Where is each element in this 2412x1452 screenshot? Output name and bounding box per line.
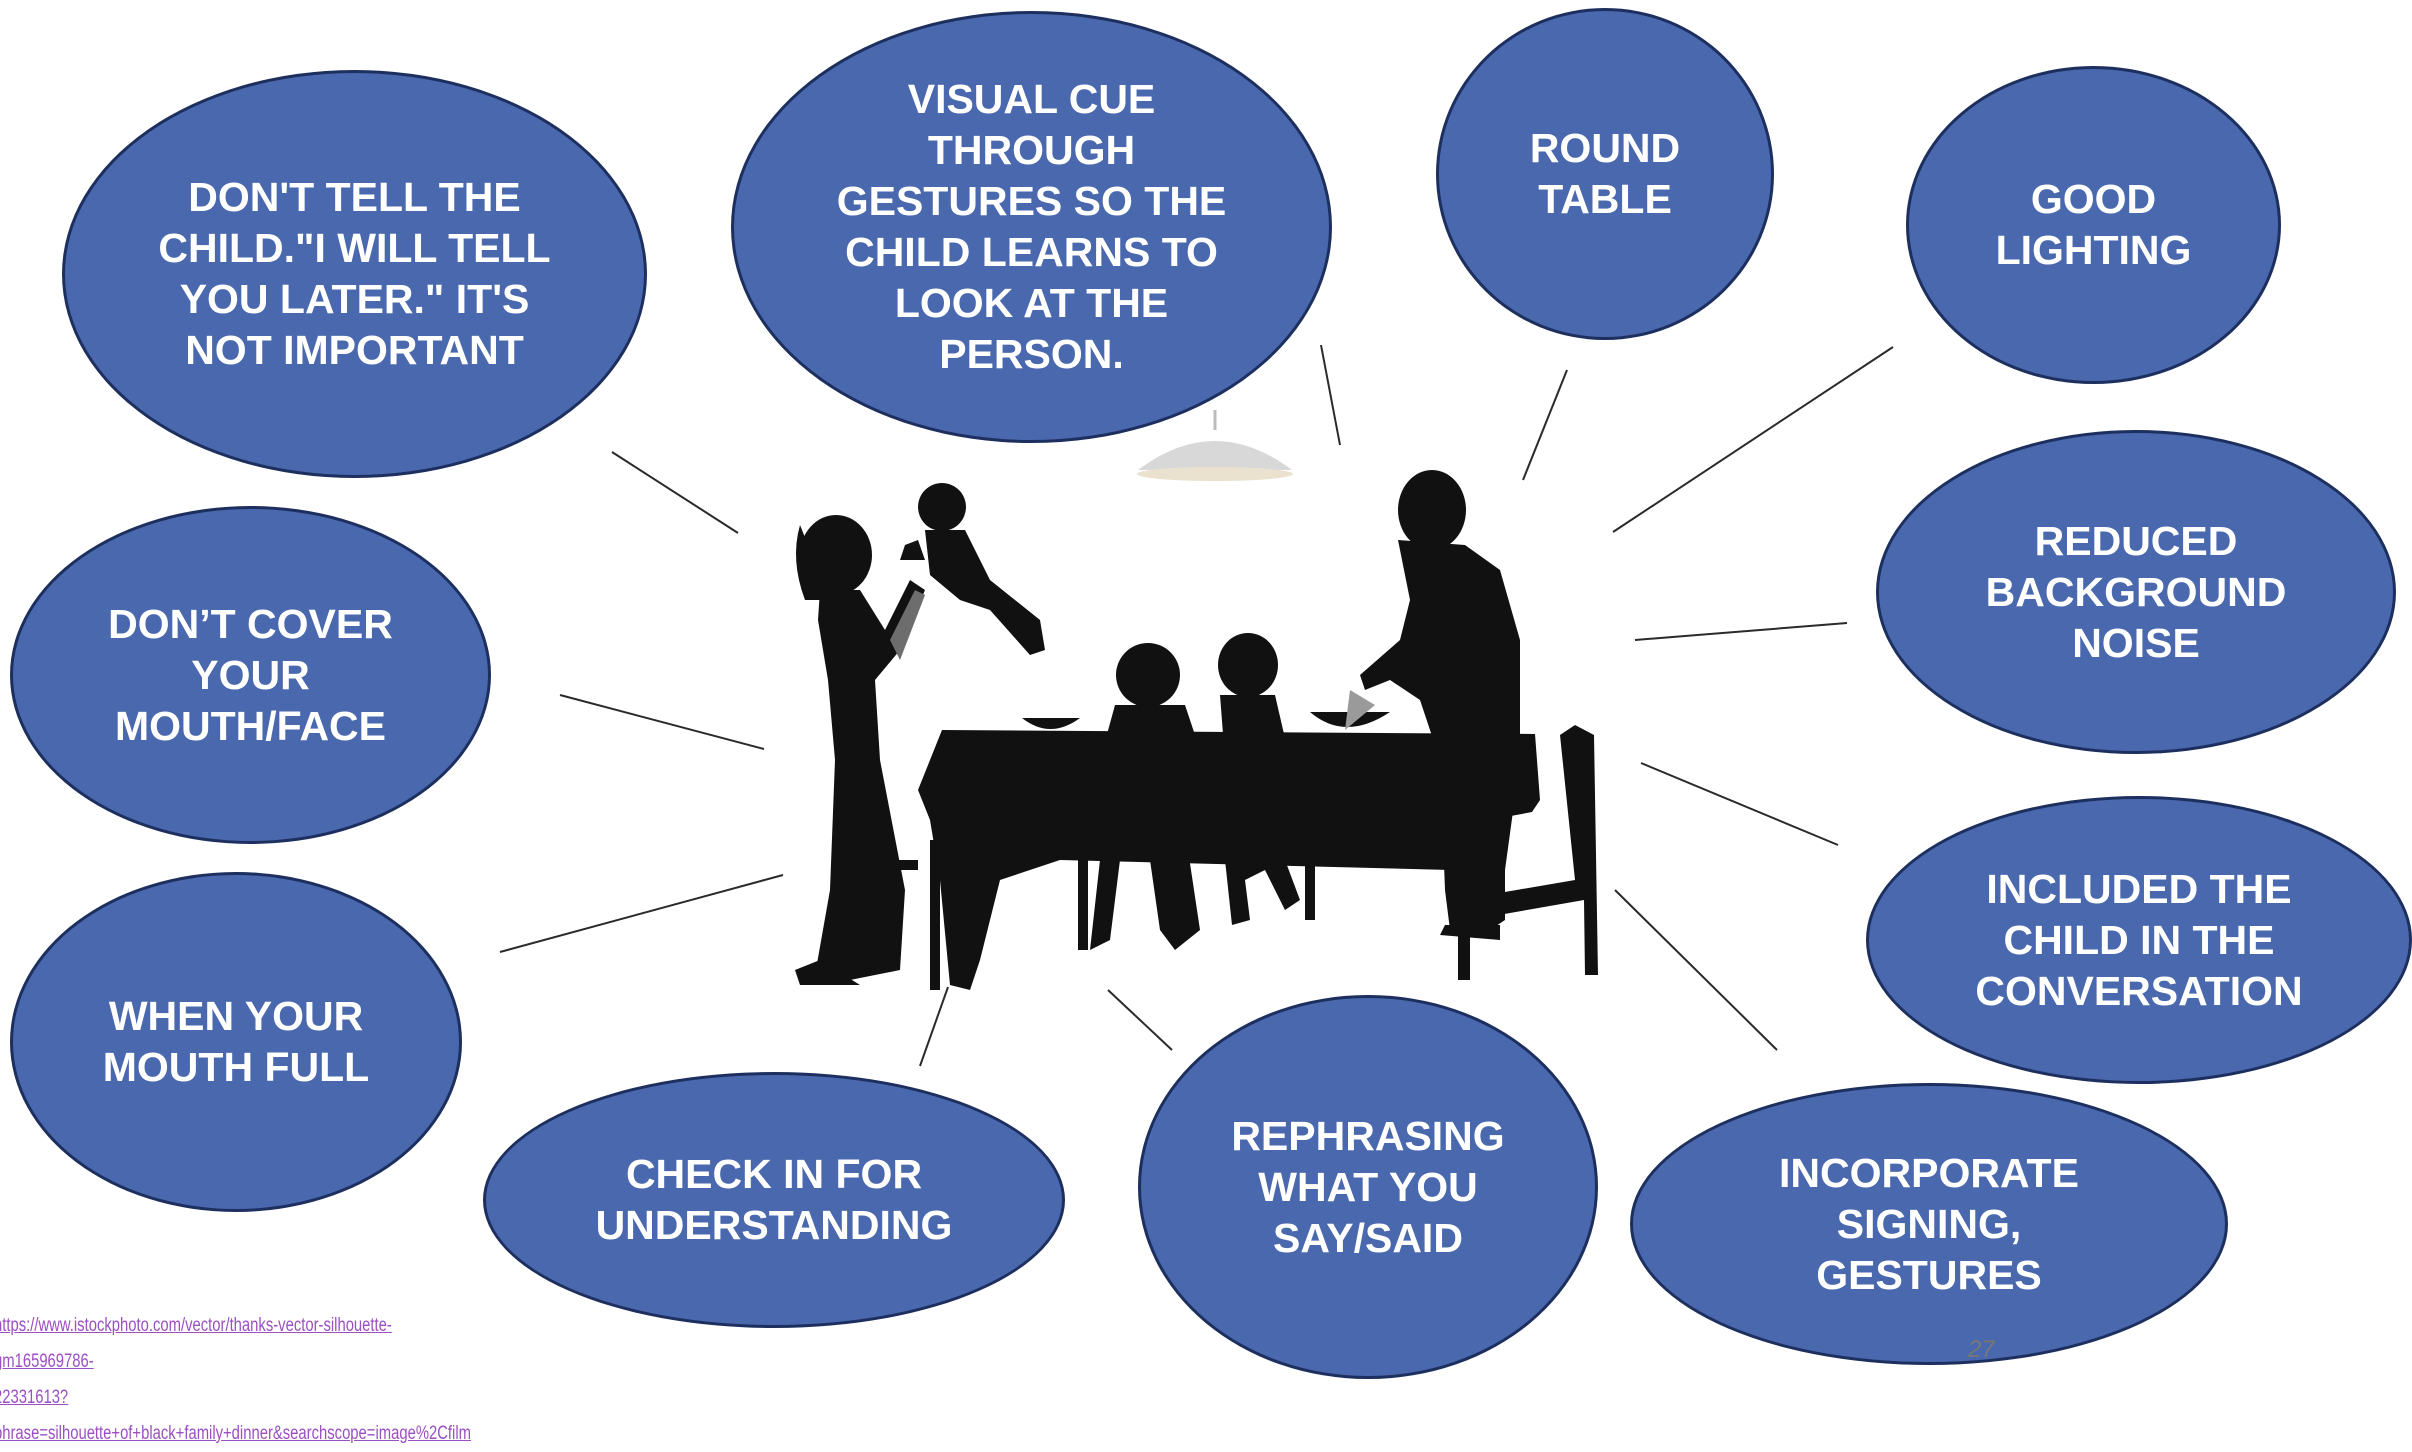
bubble-check-in: CHECK IN FOR UNDERSTANDING [483,1072,1065,1328]
page-number: 27 [1968,1336,1995,1363]
bubble-text: VISUAL CUE THROUGH GESTURES SO THE CHILD… [836,76,1227,377]
connector-line [1522,369,1568,481]
bubble-incorporate: INCORPORATE SIGNING, GESTURES [1630,1083,2228,1365]
bubble-text: REDUCED BACKGROUND NOISE [1985,517,2287,666]
bubble-mouth-full: WHEN YOUR MOUTH FULL [10,872,462,1212]
family-silhouette [795,470,1598,990]
bubble-visual-cue: VISUAL CUE THROUGH GESTURES SO THE CHILD… [731,11,1332,443]
bubble-text: INCORPORATE SIGNING, GESTURES [1779,1149,2079,1298]
bubble-dont-cover: DON’T COVER YOUR MOUTH/FACE [10,506,491,844]
bubble-round-table: ROUND TABLE [1436,8,1774,340]
bubble-reduced-noise: REDUCED BACKGROUND NOISE [1876,430,2396,754]
diagram-canvas: DON'T TELL THE CHILD."I WILL TELL YOU LA… [0,8,2412,1444]
bubble-good-lighting: GOOD LIGHTING [1906,66,2281,384]
connector-line [1320,344,1341,446]
bubble-text: REPHRASING WHAT YOU SAY/SAID [1231,1112,1505,1261]
bubble-included-child: INCLUDED THE CHILD IN THE CONVERSATION [1866,796,2412,1084]
bubble-text: CHECK IN FOR UNDERSTANDING [595,1151,953,1248]
illustration [499,344,1894,1067]
lamp-icon [1137,410,1293,481]
bubble-text: WHEN YOUR MOUTH FULL [102,993,370,1090]
bubble-rephrasing: REPHRASING WHAT YOU SAY/SAID [1138,995,1598,1379]
connector-line [1640,762,1839,846]
connector-line [1614,889,1778,1051]
bubble-text: GOOD LIGHTING [1995,176,2192,273]
connector-line [919,986,949,1067]
connector-line [499,874,784,953]
connector-line [1612,346,1894,533]
bubble-dont-tell: DON'T TELL THE CHILD."I WILL TELL YOU LA… [62,70,647,478]
bubble-text: DON’T COVER YOUR MOUTH/FACE [108,600,393,749]
connector-line [611,451,739,534]
bubble-text: INCLUDED THE CHILD IN THE CONVERSATION [1975,865,2303,1014]
connector-line [1634,622,1848,641]
source-link[interactable]: https://www.istockphoto.com/vector/thank… [0,1315,471,1444]
bubble-text: ROUND TABLE [1529,125,1681,222]
bubble-text: DON'T TELL THE CHILD."I WILL TELL YOU LA… [158,174,551,373]
connector-line [1107,989,1173,1051]
connector-lines [499,344,1894,1067]
connector-line [559,694,765,750]
